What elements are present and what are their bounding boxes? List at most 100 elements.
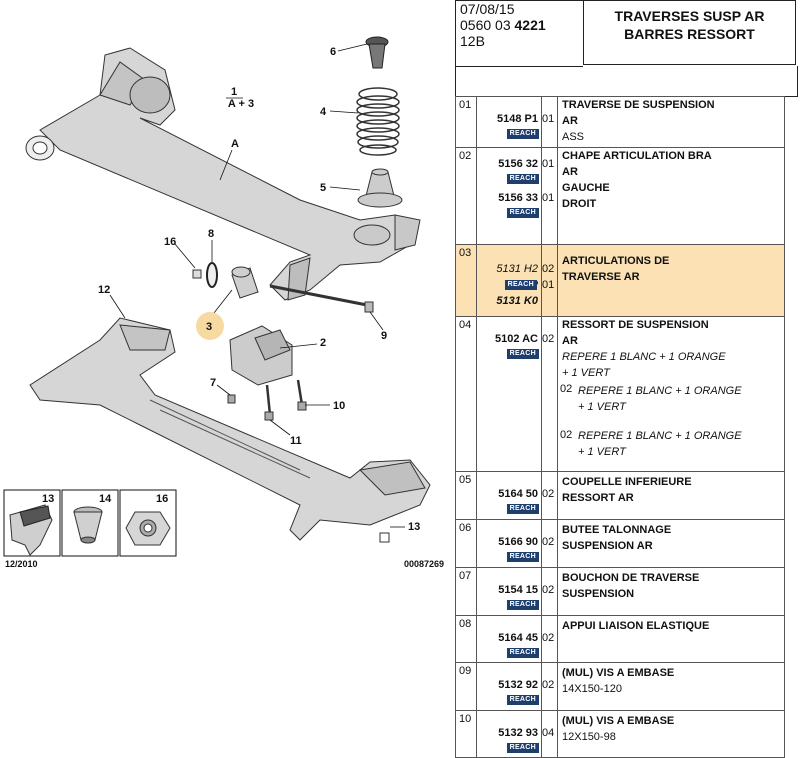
part-reference[interactable]: 5131 K0 bbox=[496, 295, 538, 307]
part-reference[interactable]: 5164 45 bbox=[498, 632, 538, 644]
description-line: AR bbox=[562, 166, 578, 178]
part-reference[interactable]: 5154 15 bbox=[498, 584, 538, 596]
reach-badge: REACH bbox=[506, 504, 539, 514]
description-line: + 1 VERT bbox=[562, 367, 610, 379]
reach-badge: REACH bbox=[506, 208, 539, 218]
description-line: REPERE 1 BLANC + 1 ORANGE bbox=[578, 385, 742, 397]
callout-3: 3 bbox=[206, 321, 212, 333]
callout-9: 9 bbox=[381, 330, 387, 342]
part-quantity: 01 bbox=[542, 113, 555, 125]
ref-column: 5164 45 REACH bbox=[477, 616, 542, 662]
description-line: SUSPENSION bbox=[562, 588, 635, 600]
part-reference[interactable]: 5156 32 bbox=[498, 158, 538, 170]
highlight-callout-3 bbox=[196, 312, 224, 340]
washer[interactable] bbox=[206, 262, 218, 288]
callout-16: 16 bbox=[164, 236, 176, 248]
part-reference[interactable]: 5132 93 bbox=[498, 727, 538, 739]
description-line: TRAVERSE DE SUSPENSION bbox=[562, 99, 715, 111]
reach-badge: REACH bbox=[506, 129, 539, 139]
part-reference[interactable]: 5102 AC bbox=[494, 333, 538, 345]
coil-spring[interactable] bbox=[356, 87, 400, 156]
description-line: AR bbox=[562, 115, 578, 127]
reach-badge: REACH bbox=[506, 349, 539, 359]
description-line: REPERE 1 BLANC + 1 ORANGE bbox=[578, 430, 742, 442]
articulation-bracket[interactable] bbox=[229, 325, 293, 386]
reach-badge: REACH bbox=[506, 743, 539, 753]
rear-axle-beam[interactable] bbox=[25, 47, 421, 301]
callout-12: 12 bbox=[98, 284, 110, 296]
part-reference[interactable]: 5132 92 bbox=[498, 679, 538, 691]
description-line: COUPELLE INFERIEURE bbox=[562, 476, 692, 488]
diagram-image-code: 00087269 bbox=[404, 559, 444, 569]
header-code-num: 4221 bbox=[514, 17, 546, 33]
part-quantity: 01 bbox=[542, 158, 555, 170]
part-quantity: 02 bbox=[542, 536, 555, 548]
lower-spring-cup[interactable] bbox=[357, 168, 403, 208]
part-quantity: 02 bbox=[542, 584, 555, 596]
callout-13: 13 bbox=[408, 521, 420, 533]
callout-11: 11 bbox=[290, 435, 302, 447]
part-quantity: 02 bbox=[542, 632, 555, 644]
reach-badge: REACH bbox=[506, 552, 539, 562]
description-line: RESSORT AR bbox=[562, 492, 634, 504]
header-code: 0560 03 4221 bbox=[456, 17, 583, 33]
variant-quantity: 02 bbox=[560, 429, 573, 441]
header-code-prefix: 0560 03 bbox=[460, 17, 511, 33]
part-reference[interactable]: 5131 H2 bbox=[496, 263, 538, 275]
part-row-number: 06 bbox=[456, 520, 477, 567]
part-row-number: 02 bbox=[456, 148, 477, 244]
axle-bushing[interactable] bbox=[231, 266, 259, 299]
header-codes: 07/08/15 0560 03 4221 12B bbox=[455, 0, 583, 67]
lower-cross-member[interactable] bbox=[29, 317, 431, 541]
part-reference[interactable]: 5148 P1 bbox=[497, 113, 538, 125]
reach-badge: REACH bbox=[506, 648, 539, 658]
part-quantity: 01 bbox=[542, 192, 555, 204]
description-line: TRAVERSE AR bbox=[562, 271, 640, 283]
description-column: COUPELLE INFERIEURE RESSORT AR bbox=[558, 472, 784, 519]
part-reference[interactable]: 5156 33 bbox=[498, 192, 538, 204]
nut[interactable] bbox=[192, 269, 202, 279]
qty-column: 04 bbox=[541, 711, 558, 757]
callout-10: 10 bbox=[333, 400, 345, 412]
qty-column: 01 01 bbox=[541, 148, 558, 244]
qty-column: 02 bbox=[541, 317, 558, 471]
description-column: (MUL) VIS A EMBASE 12X150-98 bbox=[558, 711, 784, 757]
header-title-line2: BARRES RESSORT bbox=[624, 26, 755, 42]
description-line: CHAPE ARTICULATION BRA bbox=[562, 150, 712, 162]
description-line: 12X150-98 bbox=[562, 731, 616, 743]
part-quantity: 02 bbox=[542, 263, 555, 275]
callout-6: 6 bbox=[330, 46, 336, 58]
description-line: SUSPENSION AR bbox=[562, 540, 653, 552]
parts-list-panel: 07/08/15 0560 03 4221 12B TRAVERSES SUSP… bbox=[455, 0, 800, 758]
ref-column: 5132 93 REACH bbox=[477, 711, 542, 757]
description-line: (MUL) VIS A EMBASE bbox=[562, 715, 675, 727]
parts-exploded-diagram: 1 A + 3 A 6 4 5 16 8 12 3 2 9 7 10 11 13… bbox=[3, 36, 444, 569]
part-reference[interactable]: 5164 50 bbox=[498, 488, 538, 500]
long-bolt[interactable] bbox=[269, 284, 374, 313]
header-title-line1: TRAVERSES SUSP AR bbox=[614, 8, 765, 24]
reach-badge: REACH bbox=[506, 600, 539, 610]
part-row-number: 09 bbox=[456, 663, 477, 710]
bump-stop[interactable] bbox=[365, 36, 389, 69]
small-bolts[interactable] bbox=[227, 379, 307, 421]
header-date: 07/08/15 bbox=[460, 1, 515, 17]
part-reference[interactable]: 5166 90 bbox=[498, 536, 538, 548]
description-line: AR bbox=[562, 335, 578, 347]
inset-label-14: 14 bbox=[99, 493, 112, 505]
